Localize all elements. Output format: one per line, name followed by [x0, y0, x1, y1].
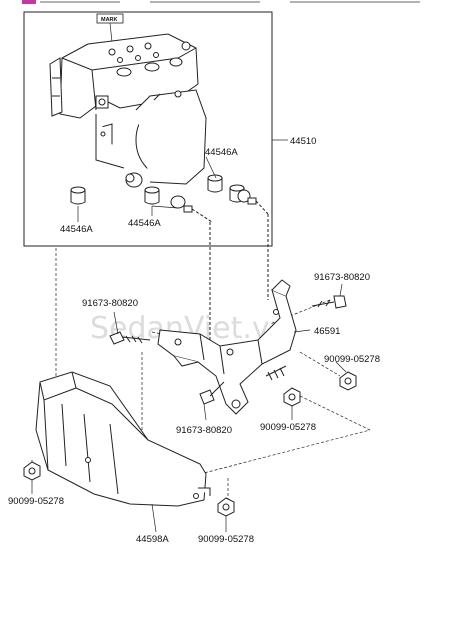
- svg-text:MARK: MARK: [101, 17, 118, 23]
- leader-lines-lower: [31, 283, 347, 533]
- callout-91673-bottom: 91673-80820: [176, 425, 232, 436]
- collar-pin-left: [170, 195, 213, 360]
- mounting-bracket: [157, 279, 297, 415]
- bolt-bottom: [199, 381, 225, 405]
- bolt-right: [311, 295, 347, 309]
- callout-46591: 46591: [314, 326, 340, 337]
- heat-shield: [35, 371, 211, 507]
- nut-mid: [283, 387, 301, 407]
- nut-left: [23, 461, 41, 481]
- collar-pin-right: [237, 189, 269, 300]
- grommet-mid: [144, 186, 160, 205]
- callout-91673-left: 91673-80820: [82, 298, 138, 309]
- callout-90099-bottom: 90099-05278: [198, 534, 254, 545]
- callout-90099-left: 90099-05278: [8, 496, 64, 507]
- callout-90099-right: 90099-05278: [324, 354, 380, 365]
- mark-tag: MARK: [96, 13, 124, 43]
- callout-44546a-left: 44546A: [60, 224, 93, 235]
- nut-bottom: [217, 497, 235, 517]
- assembly-frame: [23, 11, 273, 247]
- callout-44598a: 44598A: [136, 534, 169, 545]
- stud-bolt: [265, 365, 287, 381]
- callout-90099-mid: 90099-05278: [260, 422, 316, 433]
- top-header-remnant: [22, 0, 420, 4]
- bolt-left: [109, 331, 151, 345]
- callout-44546a-mid: 44546A: [128, 218, 161, 229]
- callout-91673-right: 91673-80820: [314, 272, 370, 283]
- callout-44546a-right: 44546A: [205, 147, 238, 158]
- grommet-left: [70, 186, 86, 205]
- leader-lines-top: [77, 139, 288, 222]
- nut-right: [339, 371, 357, 391]
- grommet-right-1: [207, 174, 223, 193]
- callout-44510: 44510: [290, 136, 316, 147]
- abs-actuator: [49, 33, 207, 188]
- callout-labels: 44510 44546A 44546A 44546A 91673-80820 9…: [8, 136, 380, 545]
